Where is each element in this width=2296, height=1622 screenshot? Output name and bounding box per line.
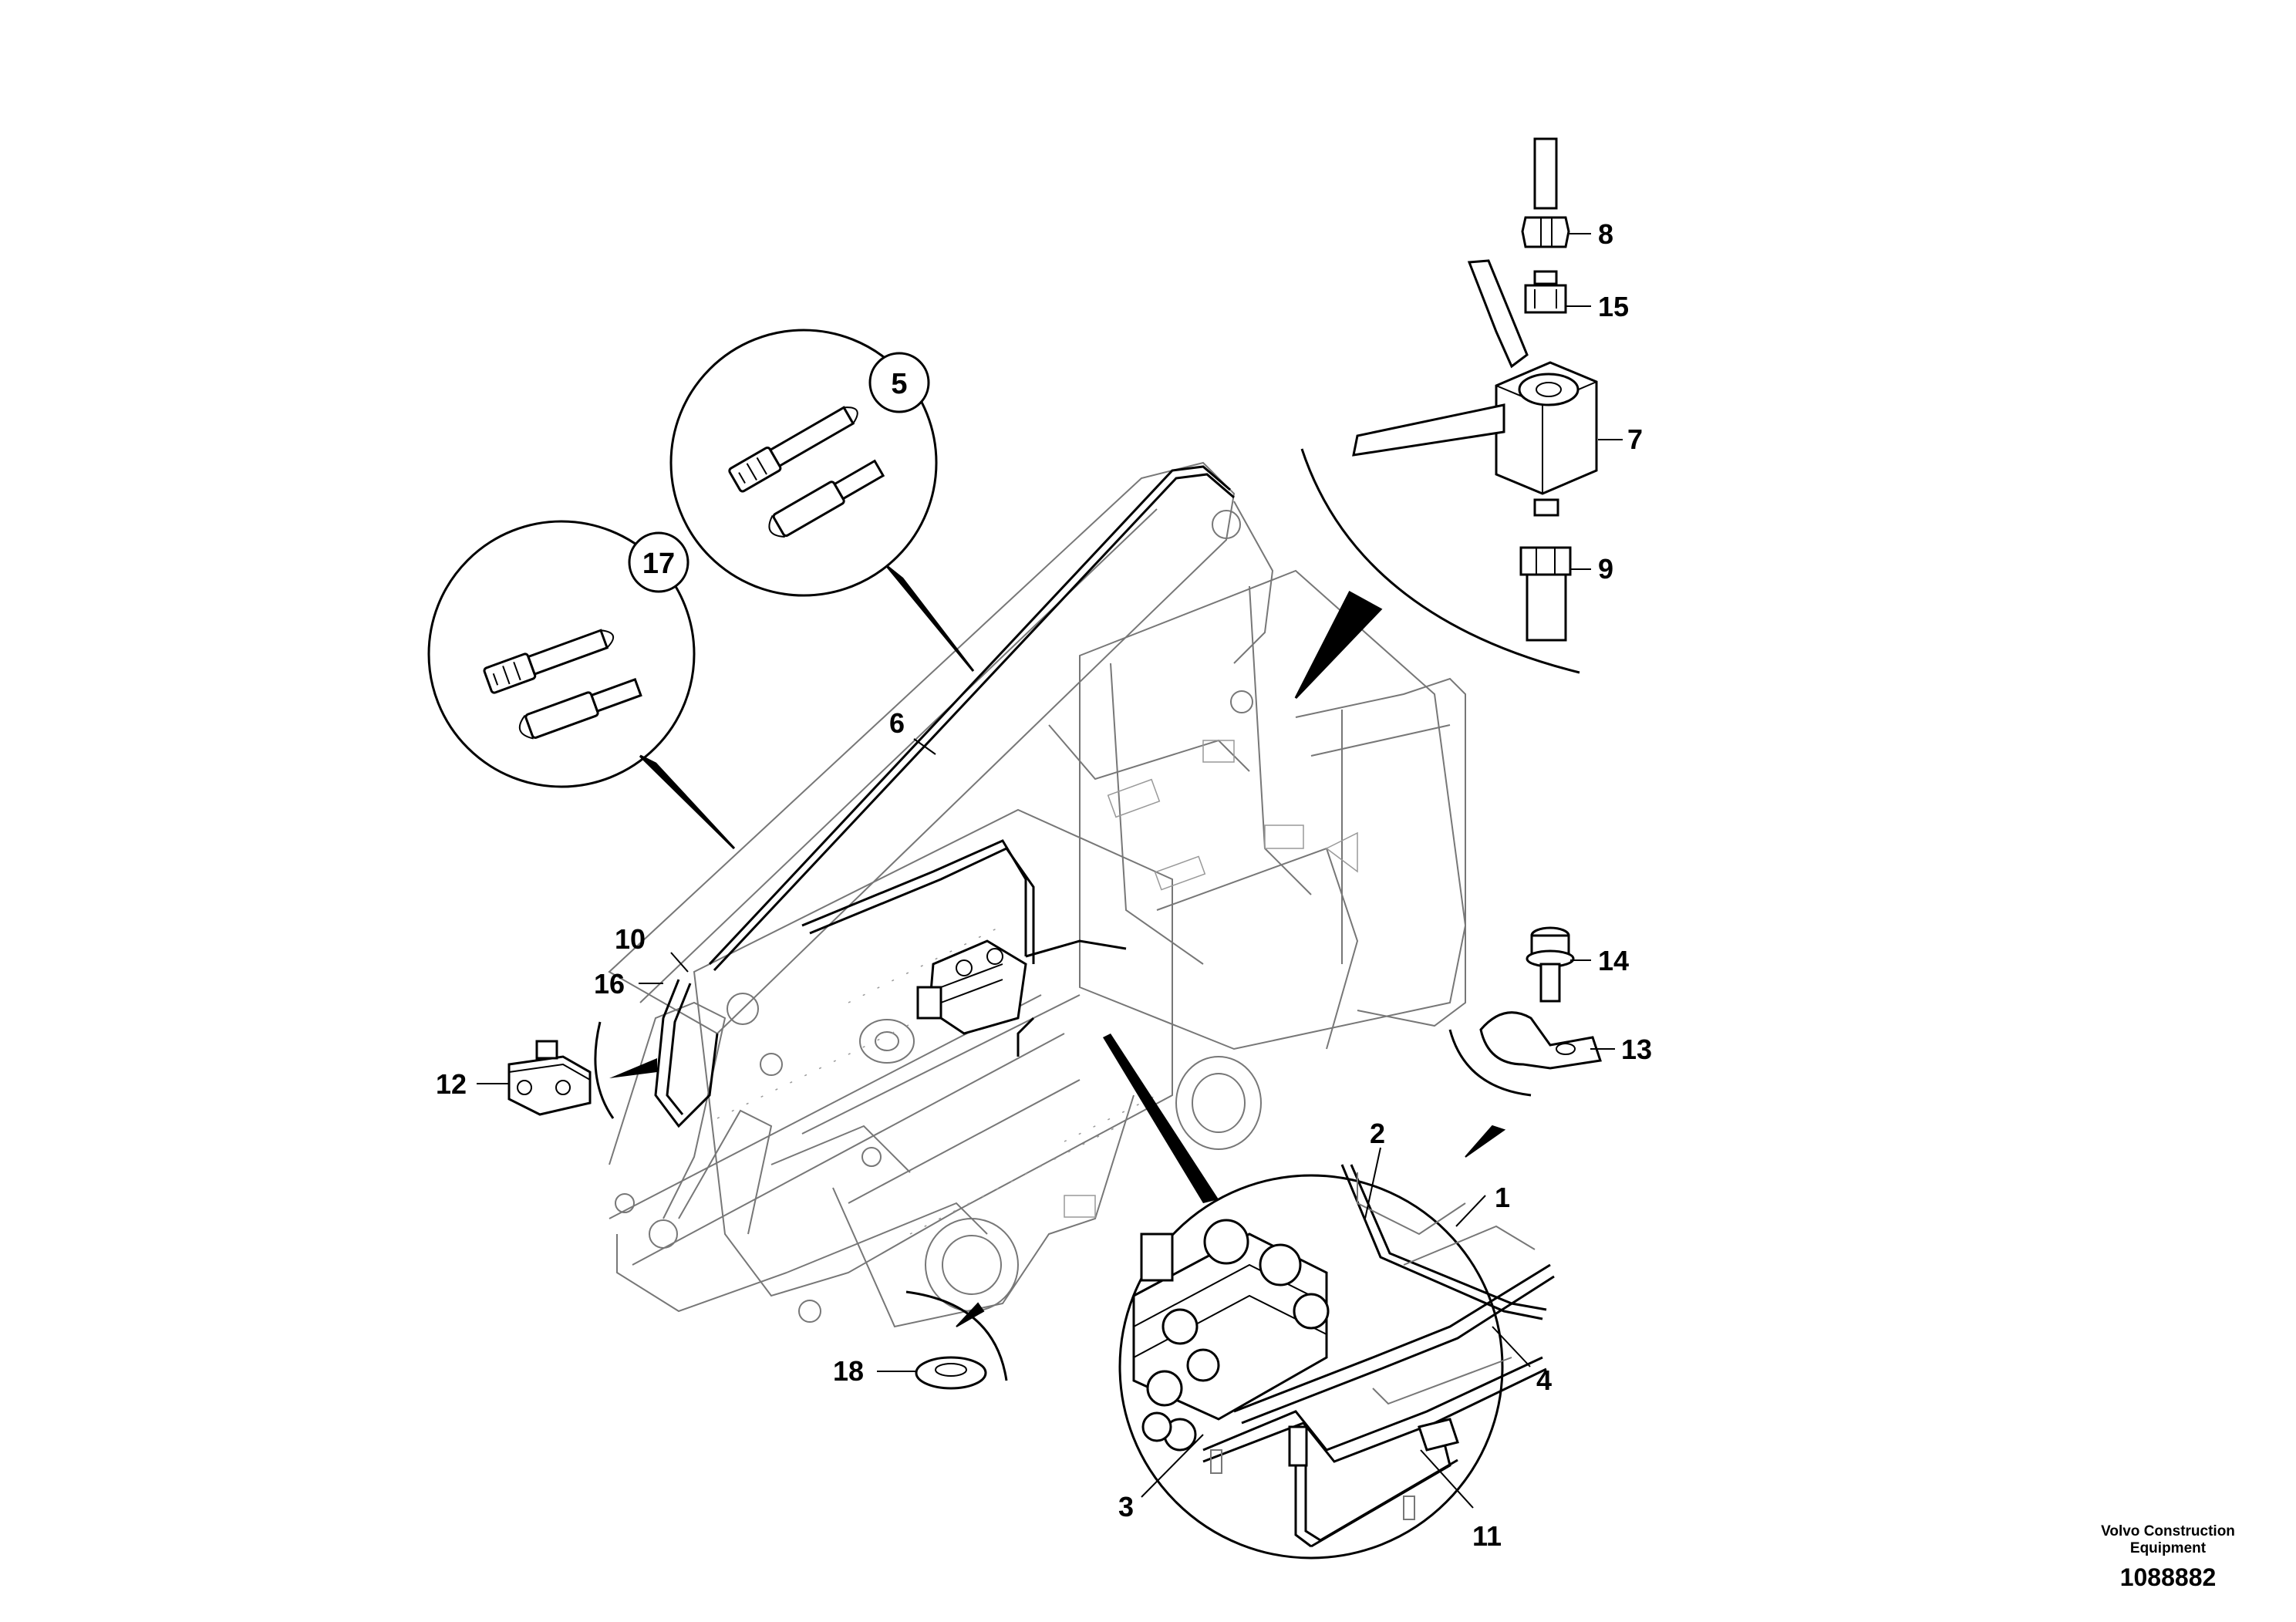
callout-labels: 1 2 3 4 6 7 8 9 10 11 12 13 14 15 16 18 bbox=[436, 218, 1652, 1552]
maker-name-line2: Equipment bbox=[2129, 1540, 2207, 1556]
callout-8: 8 bbox=[1598, 218, 1613, 250]
drawing-caption: Volvo Construction Equipment 1088882 bbox=[2083, 1523, 2253, 1592]
callout-5: 5 bbox=[891, 368, 907, 400]
maker-name-line1: Volvo Construction bbox=[2101, 1523, 2235, 1539]
callout-16: 16 bbox=[594, 968, 625, 1000]
callout-11: 11 bbox=[1472, 1520, 1502, 1552]
callout-7: 7 bbox=[1627, 423, 1643, 455]
leader-lines bbox=[477, 233, 1623, 1509]
detail-view-17: 17 bbox=[427, 520, 736, 850]
callout-2: 2 bbox=[1370, 1118, 1385, 1149]
callout-14: 14 bbox=[1598, 945, 1629, 976]
drawing-number: 1088882 bbox=[2119, 1563, 2217, 1591]
callout-10: 10 bbox=[615, 923, 646, 955]
block-clamp-12 bbox=[507, 1021, 657, 1119]
callout-4: 4 bbox=[1536, 1364, 1552, 1396]
callout-1: 1 bbox=[1495, 1182, 1510, 1213]
callout-3: 3 bbox=[1118, 1491, 1134, 1523]
callout-15: 15 bbox=[1598, 291, 1629, 322]
detail-view-pressure-valve bbox=[1294, 137, 1598, 700]
callout-6: 6 bbox=[889, 707, 905, 739]
loader-frame bbox=[608, 461, 1467, 1328]
callout-18: 18 bbox=[833, 1355, 864, 1387]
callout-9: 9 bbox=[1598, 553, 1613, 585]
detail-view-5: 5 bbox=[669, 329, 975, 672]
hydraulic-lines bbox=[654, 465, 1235, 1128]
washer-18 bbox=[905, 1290, 1008, 1390]
callout-17: 17 bbox=[642, 548, 675, 580]
clip-and-bolt-13-14 bbox=[1448, 926, 1602, 1158]
callout-12: 12 bbox=[436, 1068, 467, 1100]
detail-view-valve-pipes bbox=[1103, 1034, 1555, 1560]
callout-13: 13 bbox=[1621, 1034, 1652, 1065]
